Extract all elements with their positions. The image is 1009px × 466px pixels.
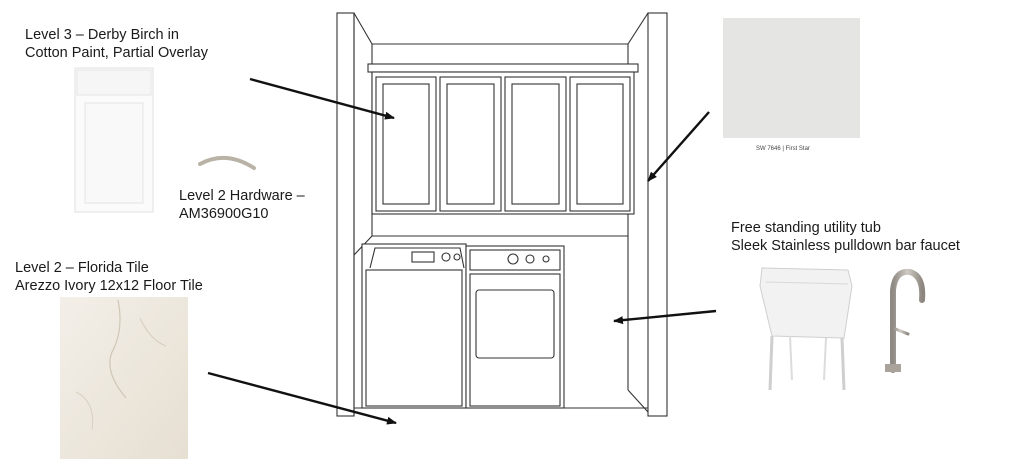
callout-arrows (207, 77, 717, 425)
tile-label-line1: Level 2 – Florida Tile (15, 260, 149, 276)
paint-swatch (723, 18, 860, 138)
arrow-paint (647, 111, 710, 182)
cabinet-door-sample (74, 67, 154, 213)
arrow-tub (613, 309, 717, 325)
cabinet-pull-image (198, 156, 256, 170)
tile-label-line2: Arezzo Ivory 12x12 Floor Tile (15, 278, 203, 294)
tub-label-line1: Free standing utility tub (731, 220, 881, 236)
utility-tub-image (759, 267, 853, 391)
paint-swatch-caption: SW 7646 | First Star (756, 146, 810, 152)
hardware-label: Level 2 Hardware – AM36900G10 (179, 187, 305, 223)
cabinet-label-line1: Level 3 – Derby Birch in (25, 27, 179, 43)
cabinet-label: Level 3 – Derby Birch in Cotton Paint, P… (25, 26, 208, 62)
cabinet-label-line2: Cotton Paint, Partial Overlay (25, 45, 208, 61)
arrow-floor (207, 371, 397, 425)
laundry-elevation-drawing (336, 12, 668, 417)
pulldown-faucet-image (885, 268, 926, 373)
tile-label: Level 2 – Florida Tile Arezzo Ivory 12x1… (15, 259, 203, 295)
hardware-label-line1: Level 2 Hardware – (179, 188, 305, 204)
floor-tile-sample (60, 297, 188, 459)
hardware-label-line2: AM36900G10 (179, 206, 269, 222)
arrow-cabinets (249, 77, 395, 120)
tub-label-line2: Sleek Stainless pulldown bar faucet (731, 238, 960, 254)
tub-label: Free standing utility tub Sleek Stainles… (731, 219, 960, 255)
